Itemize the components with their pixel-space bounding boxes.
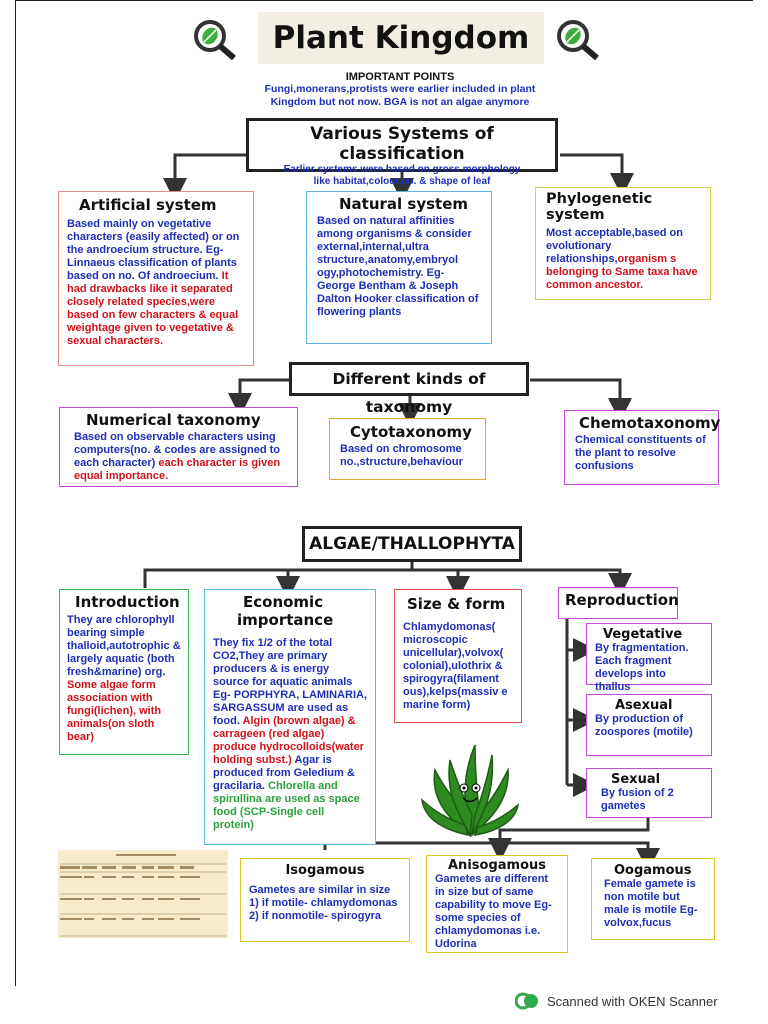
reproduction-box: Reproduction	[558, 587, 679, 619]
vegetative-text: By fragmentation. Each fragment develops…	[595, 642, 689, 693]
numerical-red-text: each character is given equal importance…	[74, 457, 281, 482]
introduction-red-text: Some algae form association with fungi(l…	[67, 679, 162, 743]
isogamous-box: Isogamous Gametes are similar in size 1)…	[240, 858, 410, 942]
sexual-text: By fusion of 2 gametes	[601, 787, 674, 812]
economic-text: They fix 1/2 of the total CO2,They are p…	[213, 637, 367, 727]
magnifier-leaf-icon	[192, 18, 238, 65]
asexual-title: Asexual	[615, 698, 673, 713]
cytotaxonomy-title: Cytotaxonomy	[350, 423, 472, 441]
numerical-taxonomy-box: Numerical taxonomy Based on observable c…	[59, 407, 298, 487]
size-form-title: Size & form	[407, 595, 506, 613]
isogamous-text: 2) if nonmotile- spirogyra	[249, 910, 382, 922]
isogamous-text: Gametes are similar in size	[249, 884, 391, 896]
chemotaxonomy-title: Chemotaxonomy	[579, 414, 721, 432]
economic-text: Agar is produced from Geledium & gracila…	[213, 754, 355, 792]
chemotaxonomy-box: Chemotaxonomy Chemical constituents of t…	[564, 410, 721, 485]
phylogenetic-system-title: Phylogenetic system	[546, 191, 653, 223]
economic-importance-box: Economic importance They fix 1/2 of the …	[204, 589, 376, 845]
natural-system-box: Natural system Based on natural affiniti…	[306, 191, 492, 344]
systems-subtitle: like habitat,colour,no. & shape of leaf	[313, 176, 491, 187]
seaweed-icon	[420, 740, 520, 845]
artificial-system-box: Artificial system Based mainly on vegeta…	[58, 191, 254, 366]
sexual-box: Sexual By fusion of 2 gametes	[586, 768, 712, 818]
oogamous-text: Female gamete is non motile but male is …	[604, 878, 698, 929]
anisogamous-text: Gametes are different in size but of sam…	[435, 873, 552, 950]
reproduction-title: Reproduction	[565, 591, 679, 609]
economic-title: Economic	[243, 593, 324, 611]
size-form-text: Chlamydomonas( microscopic unicellular),…	[403, 621, 508, 711]
systems-box: Various Systems of classification Earlie…	[246, 118, 558, 187]
introduction-box: Introduction They are chlorophyll bearin…	[59, 589, 189, 755]
asexual-box: Asexual By production of zoospores (moti…	[586, 694, 712, 756]
oogamous-box: Oogamous Female gamete is non motile but…	[591, 858, 715, 940]
important-line: Kingdom but not now. BGA is not an algae…	[270, 96, 530, 108]
isogamous-title: Isogamous	[285, 863, 365, 878]
artificial-text: Based mainly on vegetative characters (e…	[67, 218, 240, 282]
isogamous-text: 1) if motile- chlamydomonas	[249, 897, 398, 909]
economic-title: importance	[237, 611, 334, 629]
vegetative-box: Vegetative By fragmentation. Each fragme…	[586, 623, 712, 693]
oogamous-title: Oogamous	[614, 863, 692, 878]
anisogamous-box: Anisogamous Gametes are different in siz…	[426, 855, 568, 953]
chemotaxonomy-text: Chemical constituents of the plant to re…	[575, 434, 706, 472]
algae-title: ALGAE/THALLOPHYTA	[309, 534, 515, 554]
phylogenetic-text: Most acceptable,based on evolutionary re…	[546, 227, 683, 265]
scanner-watermark: Scanned with OKEN Scanner	[515, 990, 718, 1012]
vegetative-title: Vegetative	[603, 627, 683, 642]
cytotaxonomy-box: Cytotaxonomy Based on chromosome no.,str…	[329, 418, 486, 480]
taxonomy-title: Different kinds of taxonomy	[332, 370, 486, 416]
sexual-title: Sexual	[611, 772, 661, 787]
size-form-box: Size & form Chlamydomonas( microscopic u…	[394, 589, 522, 723]
taxonomy-box: Different kinds of taxonomy	[289, 362, 529, 416]
asexual-text: By production of zoospores (motile)	[595, 713, 693, 738]
phylogenetic-system-box: Phylogenetic system Most acceptable,base…	[535, 187, 711, 300]
oken-logo-icon	[515, 992, 538, 1010]
introduction-title: Introduction	[75, 593, 180, 611]
natural-text: Based on natural affinities among organi…	[317, 215, 479, 318]
important-heading: IMPORTANT POINTS	[345, 71, 455, 83]
algae-box: ALGAE/THALLOPHYTA	[302, 526, 522, 562]
artificial-drawbacks: It had drawbacks like it separated close…	[67, 270, 239, 347]
numerical-text: Based on observable characters using com…	[74, 431, 280, 469]
magnifier-leaf-icon	[555, 18, 601, 65]
introduction-text: They are chlorophyll bearing simple thal…	[67, 614, 181, 678]
economic-red-text: Algin (brown algae) & carrageen (red alg…	[213, 715, 364, 766]
artificial-system-title: Artificial system	[79, 196, 217, 214]
systems-subtitle: Earlier systems were based on gross morp…	[283, 164, 521, 175]
economic-green-text: Chlorella and spirullina are used as spa…	[213, 780, 360, 831]
important-line: Fungi,monerans,protists were earlier inc…	[264, 83, 536, 95]
important-points: IMPORTANT POINTS Fungi,monerans,protists…	[220, 71, 580, 109]
cytotaxonomy-text: Based on chromosome no.,structure,behavi…	[340, 443, 463, 468]
scanner-text: Scanned with OKEN Scanner	[547, 993, 718, 1009]
phylogenetic-red-text: organism s belonging to Same taxa have c…	[546, 253, 698, 291]
page-title-box: Plant Kingdom	[258, 12, 544, 64]
page-title: Plant Kingdom	[272, 20, 530, 56]
anisogamous-title: Anisogamous	[448, 858, 546, 873]
natural-system-title: Natural system	[339, 195, 469, 213]
algae-table-image	[58, 850, 228, 938]
numerical-taxonomy-title: Numerical taxonomy	[86, 411, 261, 429]
systems-title: Various Systems of classification	[310, 124, 494, 164]
